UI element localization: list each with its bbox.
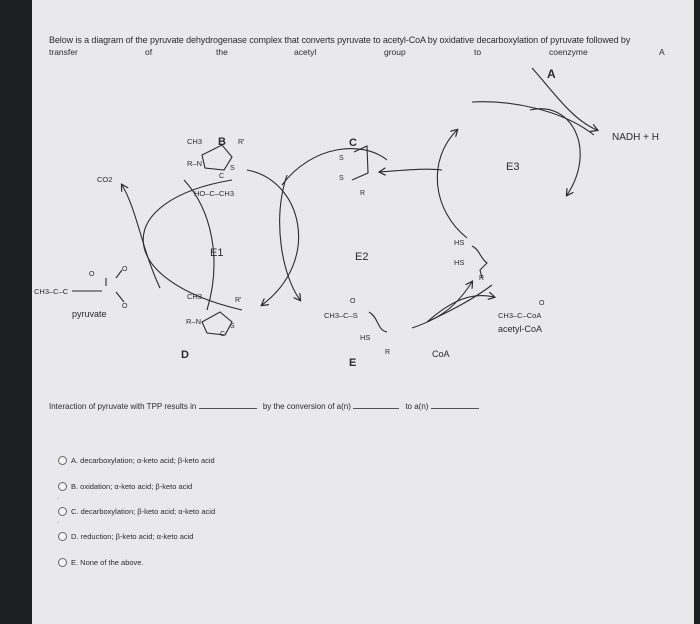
option-b-label: B. oxidation; α-keto acid; β-keto acid: [71, 482, 193, 491]
option-d-label: D. reduction; β-keto acid; α-keto acid: [71, 532, 194, 541]
arc-e3-right: [529, 108, 581, 195]
option-a-radio[interactable]: [58, 456, 67, 465]
label-e2: E2: [355, 251, 368, 263]
arc-e3-upper: [471, 101, 595, 136]
question-intro: Below is a diagram of the pyruvate dehyd…: [49, 35, 631, 45]
label-nadh: NADH + H: [612, 132, 659, 143]
option-e-radio[interactable]: [58, 558, 67, 567]
label-hs: HS: [454, 258, 464, 267]
label-c: C: [219, 173, 224, 180]
label-ch3: CH3: [187, 292, 202, 301]
option-d-radio[interactable]: [58, 532, 67, 541]
label-ch3-c-s: CH3–C–S: [324, 311, 358, 320]
label-d: D: [181, 349, 189, 361]
label-e3: E3: [506, 161, 519, 173]
label-s: S: [230, 165, 235, 172]
option-a[interactable]: A. decarboxylation; α-keto acid; β-keto …: [58, 456, 215, 465]
arc-e1-left: [142, 179, 243, 311]
arc-e1-right: [246, 169, 300, 305]
label-c: C: [220, 331, 225, 338]
label-o: O: [89, 271, 95, 278]
pyruvate-dehydrogenase-diagram: A NADH + H CH3 B R' R–N S C HO–C–CH3 C S…: [34, 67, 659, 369]
label-ho-c-ch3: HO–C–CH3: [194, 189, 234, 198]
label-s: S: [339, 175, 344, 182]
label-co2: CO2: [97, 175, 112, 184]
label-acetyl-coa: acetyl-CoA: [498, 324, 542, 334]
answer-blank: [430, 407, 479, 409]
label-a: A: [547, 67, 556, 81]
intro-word: coenzyme: [549, 47, 588, 57]
pen-mark: .: [57, 518, 59, 525]
intro-word: transfer: [49, 47, 78, 57]
label-pyruvate: pyruvate: [72, 309, 107, 319]
label-e1: E1: [210, 247, 223, 259]
label-b: B: [218, 136, 226, 148]
intro-word: A: [659, 47, 665, 57]
lipoyl-chain-e: [368, 311, 388, 333]
intro-word: the: [216, 47, 228, 57]
question-part-2: by the conversion of a(n): [262, 402, 351, 411]
label-s: S: [230, 323, 235, 330]
question-part-3: to a(n): [405, 402, 429, 411]
option-a-label: A. decarboxylation; α-keto acid; β-keto …: [71, 456, 215, 465]
label-o: O: [539, 300, 545, 307]
arc-e3-left: [436, 130, 468, 239]
arrow-acetyl-coa: [426, 296, 494, 323]
label-coa: CoA: [432, 349, 450, 359]
option-e[interactable]: E. None of the above.: [58, 558, 144, 567]
label-rn: R–N: [187, 159, 202, 168]
label-ch3-c-c: CH3–C–C: [34, 287, 69, 296]
intro-word: group: [384, 47, 406, 57]
label-r: R: [360, 190, 365, 197]
option-e-label: E. None of the above.: [71, 558, 144, 567]
question-stem: Interaction of pyruvate with TPP results…: [49, 402, 479, 411]
arrow-nadh: [531, 67, 597, 130]
label-e: E: [349, 357, 356, 369]
answer-blank: [353, 407, 400, 409]
arrow-co2-release: [122, 185, 161, 289]
pen-mark: .: [57, 494, 59, 501]
arc-hs-up: [426, 284, 493, 323]
pyruvate-bonds: [72, 269, 125, 303]
answer-blank: [198, 407, 257, 409]
question-part-1: Interaction of pyruvate with TPP results…: [49, 402, 197, 411]
label-ch3-c-coa: CH3–C–CoA: [498, 311, 541, 320]
label-o: O: [122, 266, 128, 273]
label-r-prime: R': [235, 297, 241, 304]
label-r-prime: R': [238, 139, 244, 146]
label-r: R: [385, 349, 390, 356]
option-b-radio[interactable]: [58, 482, 67, 491]
label-r: R: [479, 275, 484, 282]
label-hs: HS: [454, 238, 464, 247]
arc-e1-center: [183, 179, 215, 311]
tpp-ring-upper: [201, 144, 233, 171]
option-c-radio[interactable]: [58, 507, 67, 516]
intro-word: to: [474, 47, 482, 57]
arc-e2-top: [281, 148, 388, 186]
lipoyl-chain-hs: [471, 245, 488, 279]
option-d[interactable]: D. reduction; β-keto acid; α-keto acid: [58, 532, 193, 541]
label-o: O: [122, 303, 128, 310]
lipoyl-ring-c: [351, 145, 369, 181]
question-page: Below is a diagram of the pyruvate dehyd…: [32, 0, 694, 624]
label-c-big: C: [349, 137, 357, 149]
label-o: O: [350, 298, 356, 305]
arc-to-e2: [279, 174, 300, 300]
intro-word: of: [145, 47, 153, 57]
option-c[interactable]: C. decarboxylation; β-keto acid; α-keto …: [58, 507, 215, 516]
intro-word: acetyl: [294, 47, 317, 57]
option-c-label: C. decarboxylation; β-keto acid; α-keto …: [71, 507, 216, 516]
label-s: S: [339, 155, 344, 162]
label-rn: R–N: [186, 317, 201, 326]
tpp-ring-lower: [201, 311, 233, 336]
label-hs: HS: [360, 333, 370, 342]
arrow-to-c: [380, 169, 443, 172]
label-ch3: CH3: [187, 137, 202, 146]
option-b[interactable]: B. oxidation; α-keto acid; β-keto acid: [58, 482, 192, 491]
arrow-to-dihydrolipoyl: [411, 282, 472, 329]
